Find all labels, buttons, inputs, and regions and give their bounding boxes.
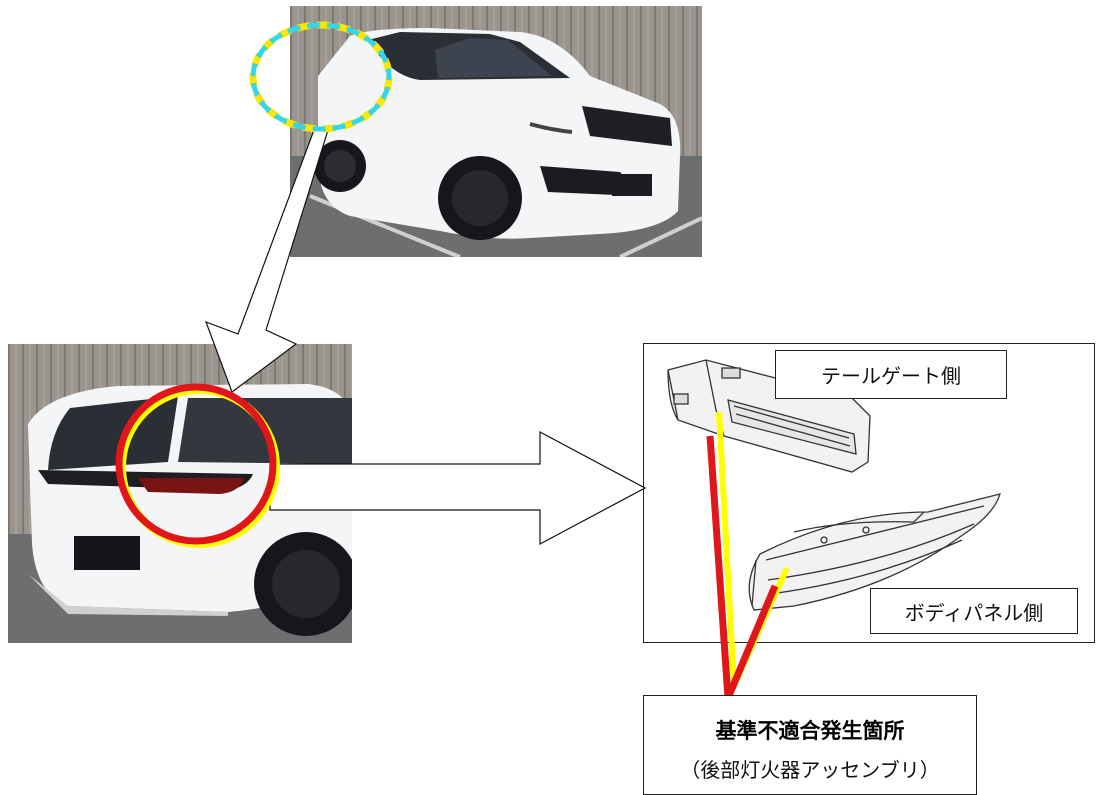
nonconformity-location-box: 基準不適合発生箇所 （後部灯火器アッセンブリ） bbox=[643, 695, 977, 795]
tailgate-lamp-drawing bbox=[667, 359, 871, 473]
body-panel-lamp-drawing bbox=[748, 493, 1001, 611]
body-panel-side-label-text: ボディパネル側 bbox=[904, 600, 1044, 625]
callout-arrow-right-icon bbox=[269, 431, 647, 545]
nonconformity-part-name: （後部灯火器アッセンブリ） bbox=[680, 758, 940, 782]
nonconformity-location-title: 基準不適合発生箇所 bbox=[715, 718, 905, 743]
callout-arrow-down-icon bbox=[204, 129, 329, 393]
body-panel-side-label: ボディパネル側 bbox=[870, 588, 1078, 634]
front-vehicle-photo bbox=[290, 6, 702, 257]
tailgate-side-label: テールゲート側 bbox=[775, 350, 1007, 399]
tailgate-side-label-text: テールゲート側 bbox=[821, 364, 961, 388]
